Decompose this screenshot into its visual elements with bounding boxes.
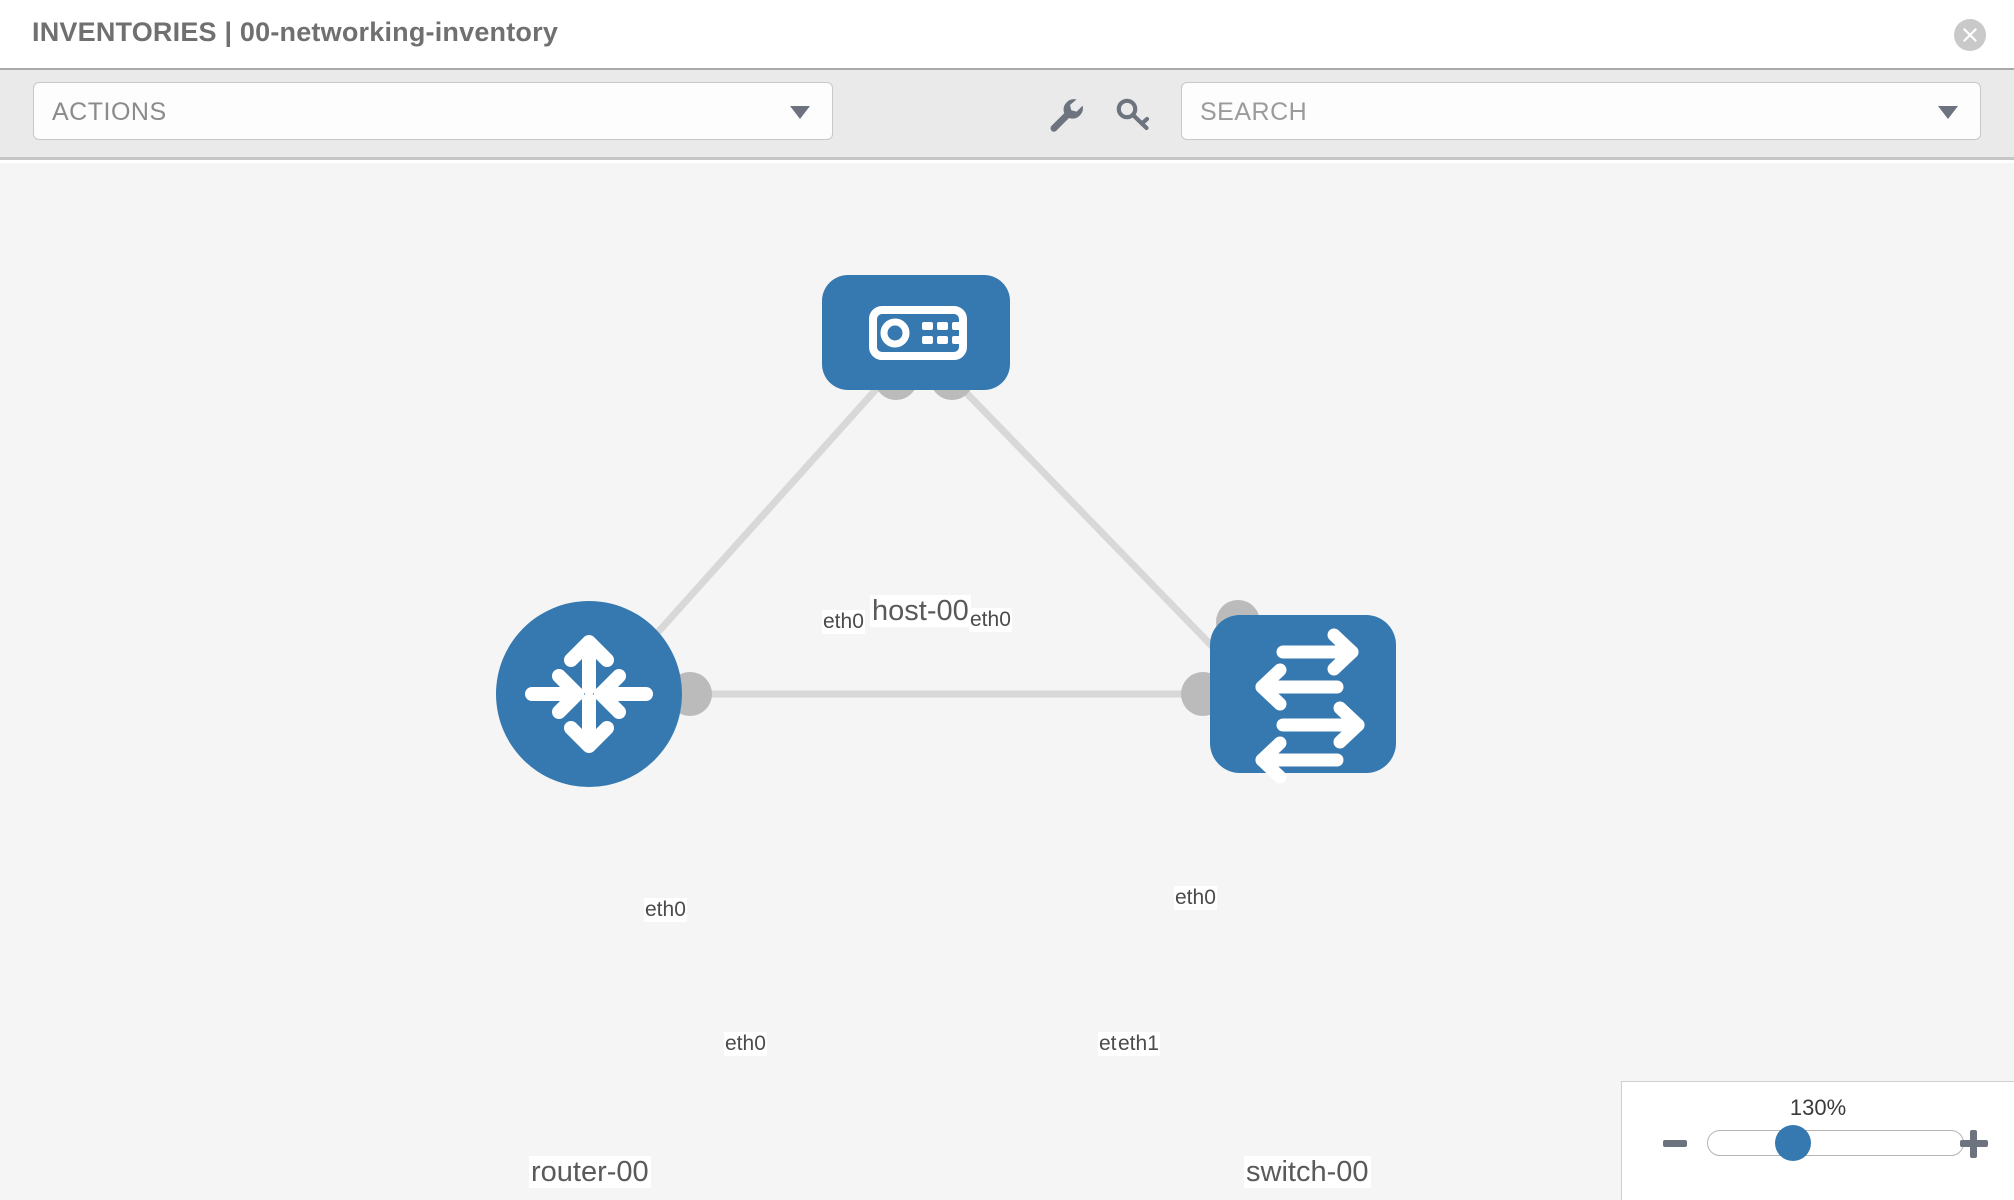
toolbar: ACTIONS SEARCH — [0, 68, 2014, 160]
iface-label: eth1 — [1117, 1032, 1160, 1056]
node-router-00 — [496, 601, 682, 787]
topology-ports — [668, 356, 1260, 716]
page-title: INVENTORIES | 00-networking-inventory — [32, 17, 559, 47]
iface-label: eth0 — [644, 898, 687, 922]
search-input[interactable]: SEARCH — [1181, 82, 1981, 140]
chevron-down-icon — [790, 106, 810, 119]
minus-icon[interactable] — [1663, 1140, 1687, 1147]
wrench-icon[interactable] — [1043, 92, 1087, 136]
node-switch-00 — [1210, 615, 1396, 784]
page-header: INVENTORIES | 00-networking-inventory — [0, 0, 2014, 68]
actions-dropdown-label: ACTIONS — [52, 98, 167, 126]
zoom-slider-handle[interactable] — [1775, 1125, 1811, 1161]
key-icon[interactable] — [1112, 92, 1156, 136]
link-host-router — [629, 372, 892, 664]
zoom-slider-track[interactable] — [1707, 1130, 1964, 1156]
close-icon[interactable] — [1954, 19, 1986, 51]
chevron-down-icon — [1938, 106, 1958, 119]
topology-canvas[interactable]: host-00 router-00 switch-00 eth0 eth0 et… — [0, 163, 2014, 1200]
zoom-percent-label: 130% — [1789, 1095, 1847, 1120]
iface-label: eth0 — [724, 1032, 767, 1056]
plus-icon[interactable] — [1960, 1130, 1988, 1158]
iface-label: eth0 — [1174, 886, 1217, 910]
topology-links — [629, 372, 1254, 698]
link-host-switch — [946, 372, 1244, 679]
zoom-control-panel: 130% — [1621, 1081, 2014, 1200]
iface-label: eth0 — [969, 608, 1012, 632]
search-placeholder: SEARCH — [1200, 98, 1308, 126]
node-label-router-00: router-00 — [529, 1156, 651, 1189]
node-label-switch-00: switch-00 — [1244, 1156, 1371, 1189]
actions-dropdown[interactable]: ACTIONS — [33, 82, 833, 140]
node-label-host-00: host-00 — [870, 595, 971, 628]
node-host-00 — [822, 275, 1010, 390]
iface-label: eth0 — [822, 610, 865, 634]
